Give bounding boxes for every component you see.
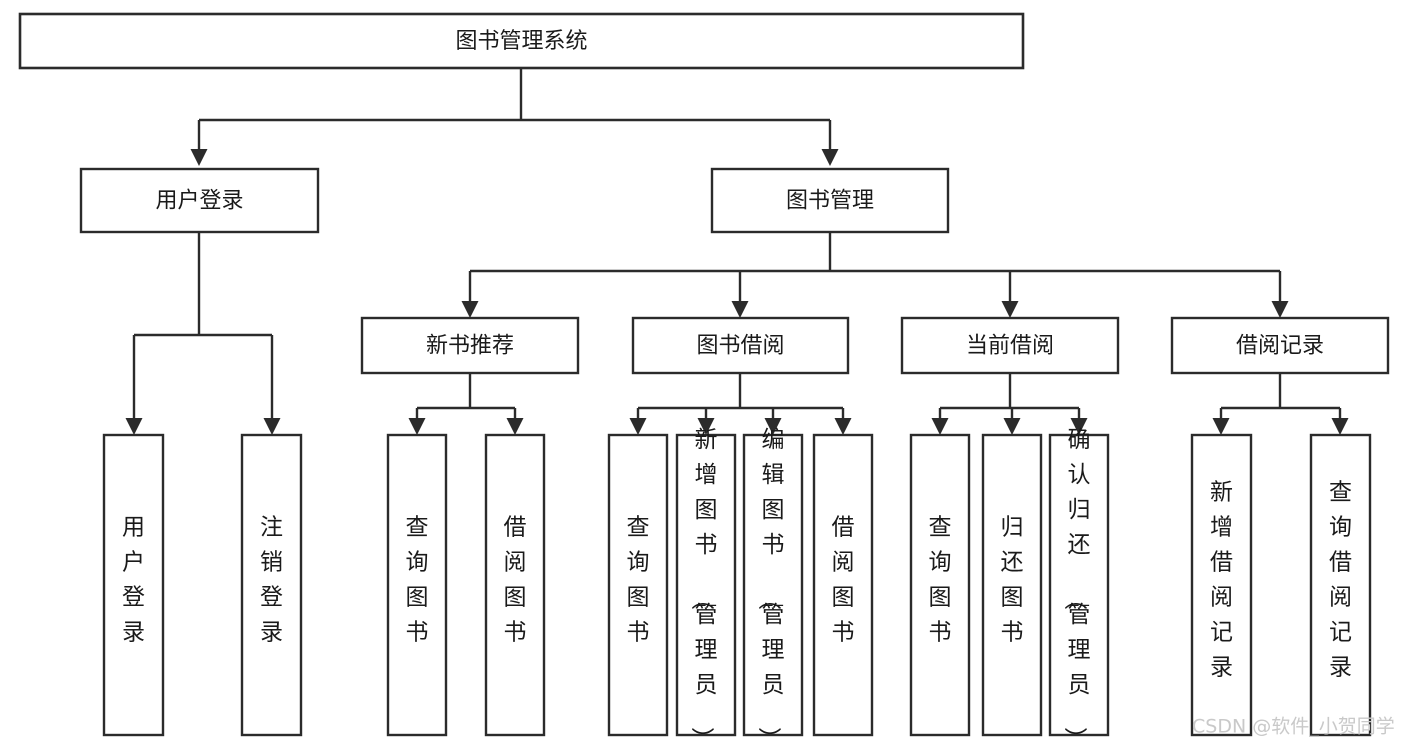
node-book-manage[interactable]: 图书管理 — [710, 167, 950, 234]
node-book-borrow[interactable]: 图书借阅 — [631, 316, 850, 375]
node-box — [607, 433, 669, 737]
node-label: 归还图书 — [1001, 515, 1024, 646]
node-label: 新增借阅记录 — [1210, 480, 1233, 681]
node-leaf-confirm-return[interactable]: 确认归还（管理员） — [1048, 427, 1110, 747]
node-label: 新增图书（管理员） — [689, 427, 718, 747]
node-root[interactable]: 图书管理系统 — [18, 12, 1025, 70]
arrow-head-icon — [731, 301, 749, 318]
connector-root — [190, 68, 839, 166]
node-label: 借阅图书 — [504, 515, 527, 646]
node-box — [18, 12, 1025, 70]
arrow-head-icon — [263, 418, 281, 435]
connector-borrow-record — [1212, 373, 1349, 435]
connector-layer — [125, 68, 1349, 435]
node-label: 新书推荐 — [426, 334, 514, 359]
arrow-head-icon — [190, 149, 208, 166]
node-label: 注销登录 — [260, 515, 283, 646]
node-box — [386, 433, 448, 737]
arrow-head-icon — [629, 418, 647, 435]
arrow-head-icon — [1212, 418, 1230, 435]
node-box — [812, 433, 874, 737]
node-box — [909, 433, 971, 737]
node-label: 用户登录 — [155, 189, 243, 214]
arrow-head-icon — [697, 418, 715, 435]
node-leaf-add-book[interactable]: 新增图书（管理员） — [675, 427, 737, 747]
node-label: 当前借阅 — [966, 334, 1054, 359]
watermark-layer: CSDN @软件_小贺同学 — [1192, 716, 1395, 738]
node-user-login[interactable]: 用户登录 — [79, 167, 320, 234]
connector-user-login — [125, 232, 281, 435]
arrow-head-icon — [1001, 301, 1019, 318]
node-box — [742, 433, 804, 737]
node-leaf-query-record[interactable]: 查询借阅记录 — [1309, 433, 1372, 737]
node-label: 查询借阅记录 — [1329, 480, 1352, 681]
node-box — [1048, 433, 1110, 737]
node-leaf-query-book-3[interactable]: 查询图书 — [909, 433, 971, 737]
node-label: 图书借阅 — [696, 334, 784, 359]
arrow-head-icon — [931, 418, 949, 435]
node-box — [631, 316, 850, 375]
connector-book-borrow — [629, 373, 852, 435]
node-leaf-user-logout[interactable]: 注销登录 — [240, 433, 303, 737]
arrow-head-icon — [506, 418, 524, 435]
node-box — [240, 433, 303, 737]
arrow-head-icon — [1070, 418, 1088, 435]
arrow-head-icon — [1003, 418, 1021, 435]
node-leaf-borrow-book-1[interactable]: 借阅图书 — [484, 433, 546, 737]
node-label: 查询图书 — [627, 515, 650, 646]
node-label: 图书管理系统 — [455, 29, 587, 54]
node-box — [981, 433, 1043, 737]
node-box — [1309, 433, 1372, 737]
node-box — [79, 167, 320, 234]
node-label: 用户登录 — [122, 515, 145, 646]
arrow-head-icon — [125, 418, 143, 435]
arrow-head-icon — [461, 301, 479, 318]
arrow-head-icon — [821, 149, 839, 166]
arrow-head-icon — [834, 418, 852, 435]
node-box — [360, 316, 580, 375]
node-label: 借阅记录 — [1236, 334, 1324, 359]
node-label: 确认归还（管理员） — [1062, 427, 1091, 747]
connector-new-book-rec — [408, 373, 524, 435]
node-box — [900, 316, 1120, 375]
node-leaf-borrow-book-2[interactable]: 借阅图书 — [812, 433, 874, 737]
arrow-head-icon — [764, 418, 782, 435]
arrow-head-icon — [1331, 418, 1349, 435]
node-current-borrow[interactable]: 当前借阅 — [900, 316, 1120, 375]
connector-book-manage — [461, 232, 1289, 318]
node-leaf-query-book-2[interactable]: 查询图书 — [607, 433, 669, 737]
node-label: 查询图书 — [406, 515, 429, 646]
node-box — [102, 433, 165, 737]
arrow-head-icon — [1271, 301, 1289, 318]
node-label: 编辑图书（管理员） — [756, 427, 785, 747]
node-box — [710, 167, 950, 234]
node-leaf-return-book[interactable]: 归还图书 — [981, 433, 1043, 737]
node-box — [1170, 316, 1390, 375]
csdn-watermark: CSDN @软件_小贺同学 — [1192, 716, 1395, 738]
node-label: 查询图书 — [929, 515, 952, 646]
arrow-head-icon — [408, 418, 426, 435]
node-box — [675, 433, 737, 737]
node-leaf-edit-book[interactable]: 编辑图书（管理员） — [742, 427, 804, 747]
node-layer: 图书管理系统用户登录图书管理新书推荐图书借阅当前借阅借阅记录用户登录注销登录查询… — [18, 12, 1390, 747]
node-new-book-rec[interactable]: 新书推荐 — [360, 316, 580, 375]
node-label: 借阅图书 — [832, 515, 855, 646]
node-borrow-record[interactable]: 借阅记录 — [1170, 316, 1390, 375]
node-leaf-user-login[interactable]: 用户登录 — [102, 433, 165, 737]
node-leaf-add-record[interactable]: 新增借阅记录 — [1190, 433, 1253, 737]
node-leaf-query-book-1[interactable]: 查询图书 — [386, 433, 448, 737]
connector-current-borrow — [931, 373, 1088, 435]
node-box — [1190, 433, 1253, 737]
node-label: 图书管理 — [786, 189, 874, 214]
node-box — [484, 433, 546, 737]
